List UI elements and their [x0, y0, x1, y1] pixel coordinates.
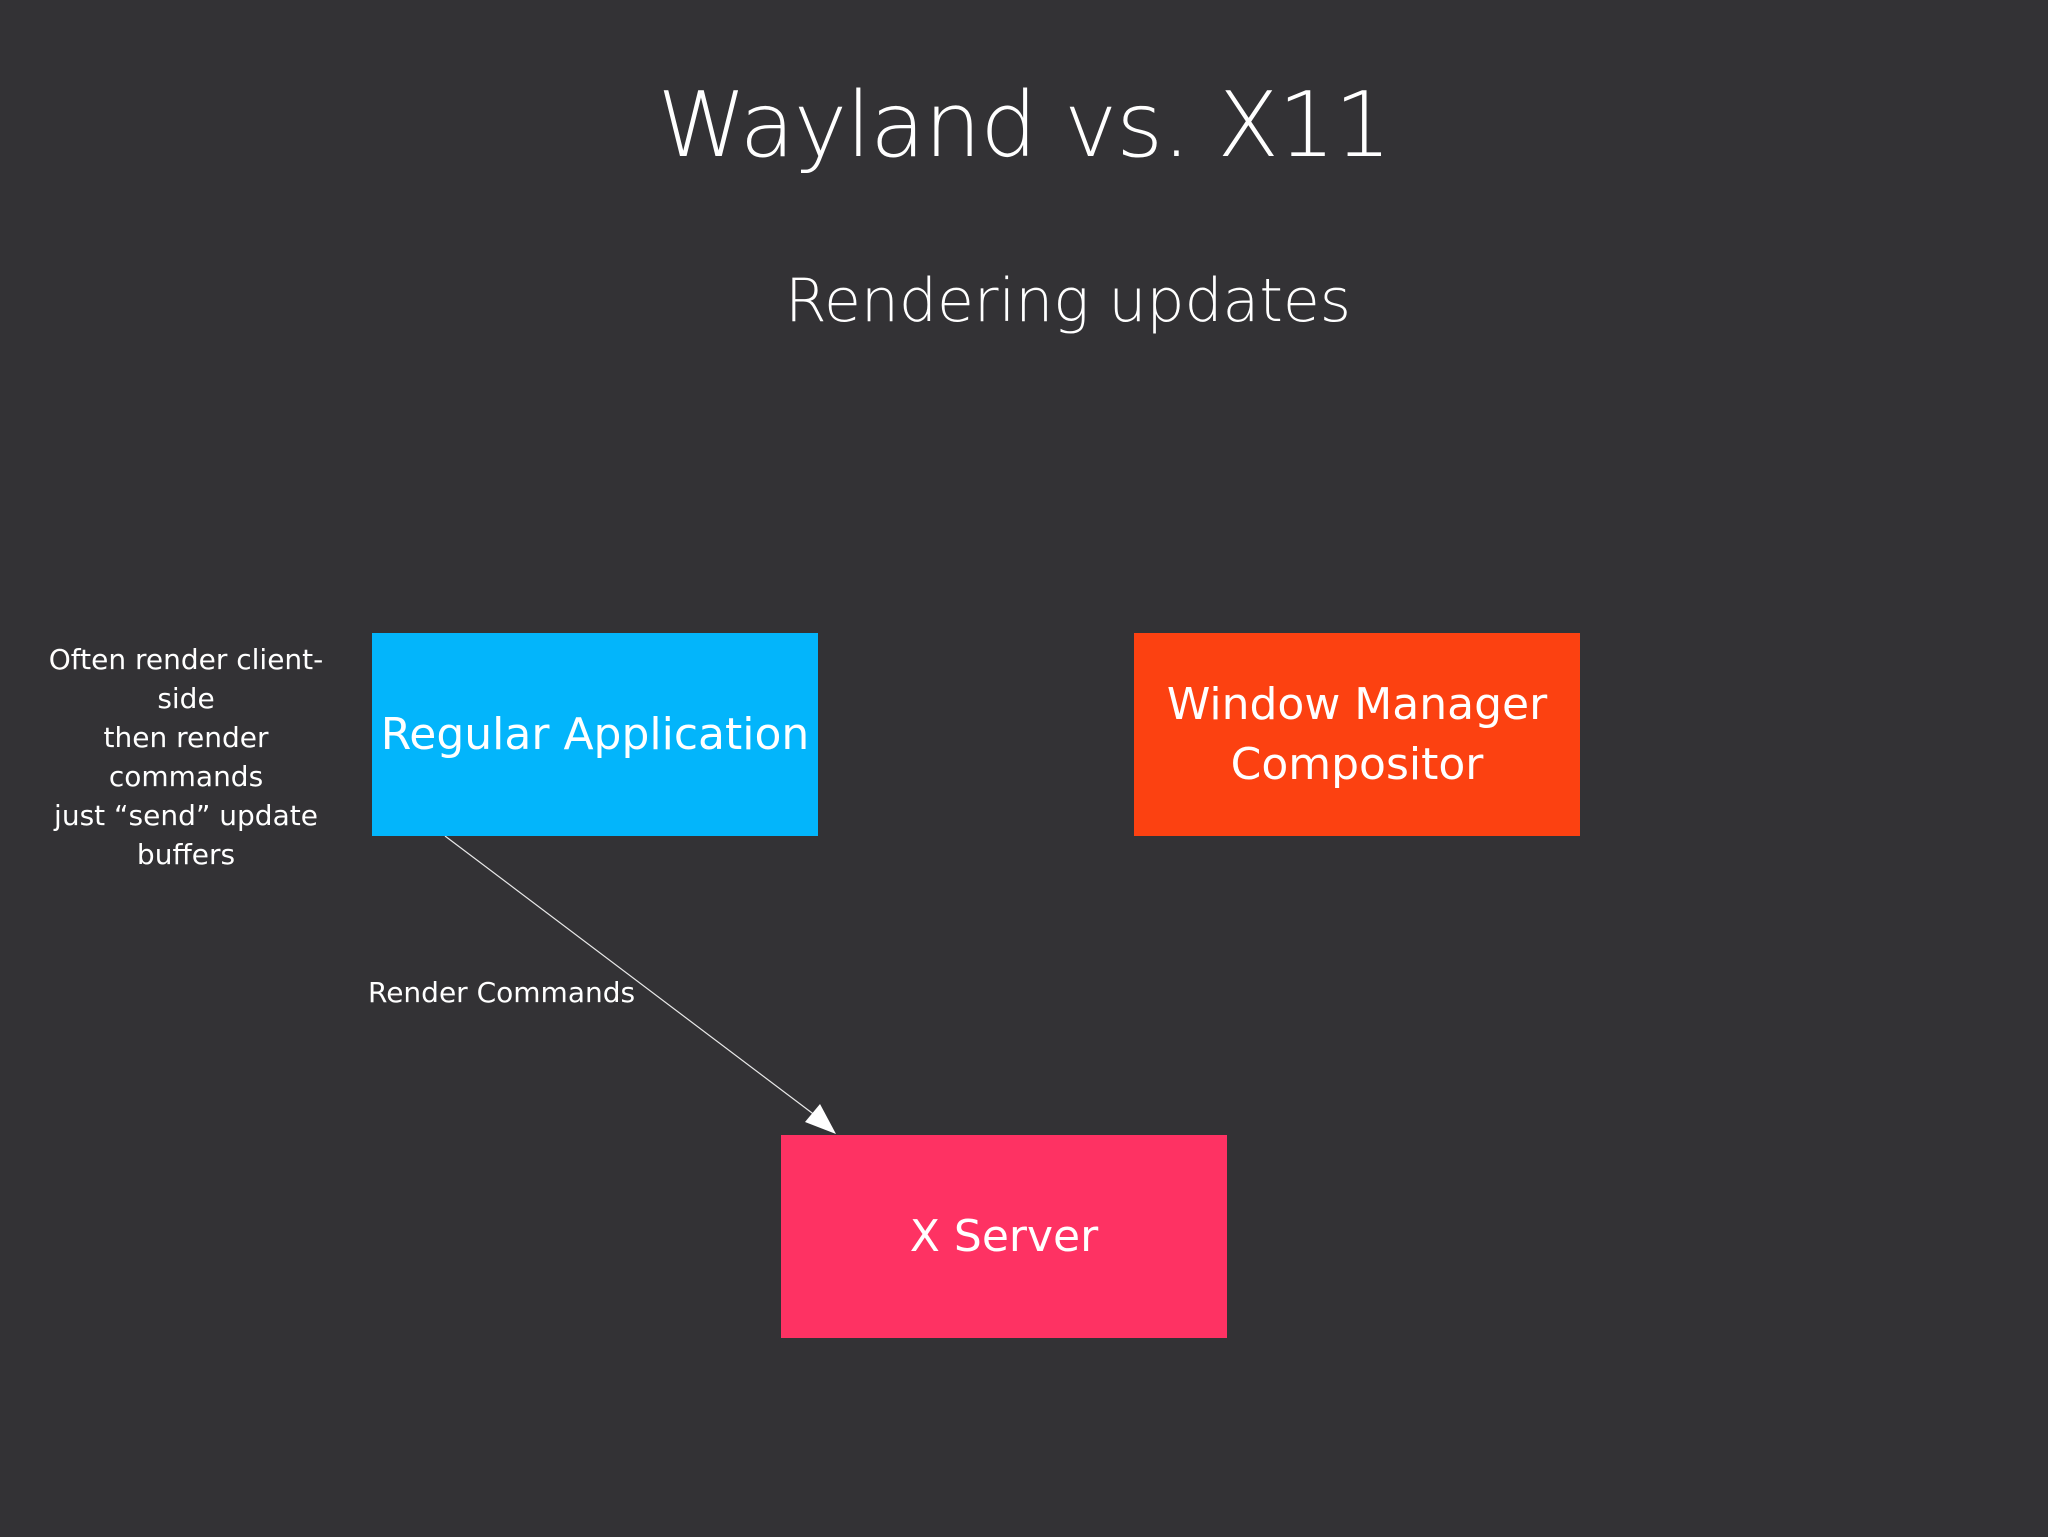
side-note: Often render client- side then render co… [28, 640, 344, 874]
side-note-line: just “send” update [54, 799, 318, 832]
node-window-manager-compositor: Window Manager Compositor [1134, 633, 1580, 836]
node-x-server: X Server [781, 1135, 1227, 1338]
node-label-line: Compositor [1230, 738, 1484, 790]
side-note-line: Often render client- side [48, 643, 324, 715]
node-label-group: Window Manager Compositor [1167, 675, 1547, 794]
side-note-line: then render commands [103, 721, 269, 793]
node-label: Regular Application [380, 708, 810, 760]
edge-label-render-commands: Render Commands [368, 976, 636, 1009]
node-regular-application: Regular Application [372, 633, 818, 836]
node-label: X Server [909, 1210, 1099, 1262]
slide-title: Wayland vs. X11 [657, 73, 1391, 178]
arrowhead-icon [805, 1104, 836, 1134]
side-note-line: buffers [136, 838, 236, 871]
node-label-line: Window Manager [1166, 679, 1548, 731]
slide-subtitle: Rendering updates [784, 266, 1352, 336]
